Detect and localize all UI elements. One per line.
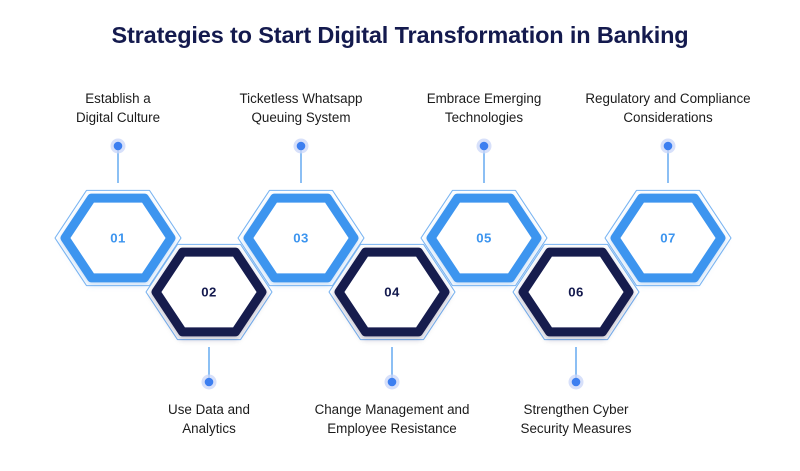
hexagon-02[interactable] — [151, 247, 267, 337]
step-caption-01: Establish a Digital Culture — [75, 91, 161, 125]
hexagon-04[interactable] — [334, 247, 450, 337]
connector-dot-03 — [296, 141, 306, 151]
hexagon-number-02: 02 — [201, 284, 217, 300]
connector-dot-04 — [387, 377, 397, 387]
connector-dot-06 — [571, 377, 581, 387]
hexagon-number-03: 03 — [293, 230, 309, 246]
hexagon-layer — [60, 193, 726, 337]
step-caption-07: Regulatory and Compliance Considerations — [585, 91, 751, 125]
hexagon-07[interactable] — [610, 193, 726, 283]
connector-dot-layer — [110, 138, 676, 390]
hexagon-01[interactable] — [60, 193, 176, 283]
hexagon-number-07: 07 — [660, 230, 676, 246]
hexagon-number-06: 06 — [568, 284, 584, 300]
hexagon-number-04: 04 — [384, 284, 400, 300]
step-caption-03: Ticketless Whatsapp Queuing System — [239, 91, 363, 125]
step-caption-02: Use Data and Analytics — [168, 402, 250, 436]
hexagon-03[interactable] — [243, 193, 359, 283]
connector-dot-01 — [113, 141, 123, 151]
hexagon-05[interactable] — [426, 193, 542, 283]
connector-dot-02 — [204, 377, 214, 387]
hexagon-number-01: 01 — [110, 230, 126, 246]
step-caption-04: Change Management and Employee Resistanc… — [314, 402, 470, 436]
connector-dot-07 — [663, 141, 673, 151]
hexagon-06[interactable] — [518, 247, 634, 337]
connector-dot-05 — [479, 141, 489, 151]
step-caption-06: Strengthen Cyber Security Measures — [520, 402, 632, 436]
hexagon-number-05: 05 — [476, 230, 492, 246]
page-title: Strategies to Start Digital Transformati… — [111, 22, 689, 48]
step-caption-05: Embrace Emerging Technologies — [426, 91, 542, 125]
